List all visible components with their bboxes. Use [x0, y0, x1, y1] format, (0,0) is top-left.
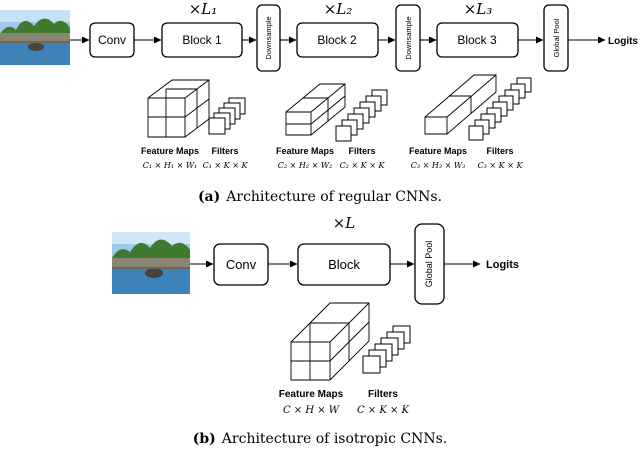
panel-a: Conv Block 1 Downsample Block 2 Downsamp…: [0, 0, 638, 205]
downsample2-box: [395, 4, 421, 72]
caption-b: (b) Architecture of isotropic CNNs.: [193, 431, 447, 447]
feature-maps-cube-2: [285, 83, 346, 136]
block-box-b: [297, 243, 391, 286]
input-image-b: [112, 232, 190, 294]
feature-maps-label-2: Feature Maps: [276, 146, 334, 156]
block1-box: [161, 22, 243, 58]
logits-label-a: Logits: [608, 36, 638, 47]
downsample2-label: Downsample: [404, 16, 413, 59]
filters-dims-3: C₃ × K × K: [478, 161, 524, 170]
feature-maps-cube-1: [147, 79, 210, 138]
caption-a: (a) Architecture of regular CNNs.: [198, 189, 442, 205]
block-label-b: Block: [328, 257, 360, 272]
block3-box: [436, 22, 519, 58]
feature-maps-label-b: Feature Maps: [279, 389, 344, 400]
filters-stack-b: [362, 325, 411, 374]
block3-label: Block 3: [457, 33, 497, 47]
conv-block-b: [213, 243, 269, 286]
caption-a-text: Architecture of regular CNNs.: [225, 189, 442, 205]
filters-label-3: Filters: [486, 146, 513, 156]
feature-maps-dims-2: C₂ × H₂ × W₂: [278, 161, 333, 170]
repeat-l3: ×L₃: [464, 0, 493, 18]
feature-maps-cube-b: [290, 302, 370, 381]
conv-label-a: Conv: [98, 33, 126, 47]
global-pool-label-a: Global Pool: [552, 18, 561, 57]
filters-label-b: Filters: [368, 389, 398, 400]
downsample1-label: Downsample: [264, 16, 273, 59]
block1-label: Block 1: [182, 33, 222, 47]
block2-box: [296, 22, 379, 58]
panel-b: Conv Block Global Pool Logits ×L F: [112, 214, 519, 447]
caption-b-text: Architecture of isotropic CNNs.: [221, 431, 447, 447]
filters-stack-3: [468, 77, 532, 141]
feature-maps-dims-b: C × H × W: [283, 405, 340, 416]
global-pool-box-b: [414, 223, 445, 305]
filters-label-2: Filters: [348, 146, 375, 156]
filters-dims-1: C₁ × K × K: [203, 161, 249, 170]
caption-a-tag: (a): [198, 189, 220, 205]
feature-maps-label-1: Feature Maps: [141, 146, 199, 156]
global-pool-box-a: [543, 4, 569, 72]
conv-block-a: [89, 22, 135, 58]
repeat-l2: ×L₂: [324, 0, 353, 18]
filters-dims-b: C × K × K: [357, 405, 410, 416]
downsample1-box: [256, 4, 281, 72]
logits-label-b: Logits: [486, 259, 519, 271]
repeat-l: ×L: [333, 214, 356, 232]
filters-label-1: Filters: [211, 146, 238, 156]
feature-maps-label-3: Feature Maps: [409, 146, 467, 156]
block2-label: Block 2: [317, 33, 357, 47]
caption-b-tag: (b): [193, 431, 216, 447]
conv-label-b: Conv: [226, 257, 257, 272]
filters-stack-2: [335, 89, 388, 142]
input-image-a: [0, 10, 70, 65]
global-pool-label-b: Global Pool: [424, 241, 434, 288]
repeat-l1: ×L₁: [189, 0, 218, 18]
feature-maps-dims-3: C₃ × H₃ × W₃: [411, 161, 466, 170]
filters-dims-2: C₂ × K × K: [340, 161, 386, 170]
feature-maps-cube-3: [424, 74, 497, 135]
filters-stack-1: [208, 97, 246, 135]
feature-maps-dims-1: C₁ × H₁ × W₁: [143, 161, 198, 170]
